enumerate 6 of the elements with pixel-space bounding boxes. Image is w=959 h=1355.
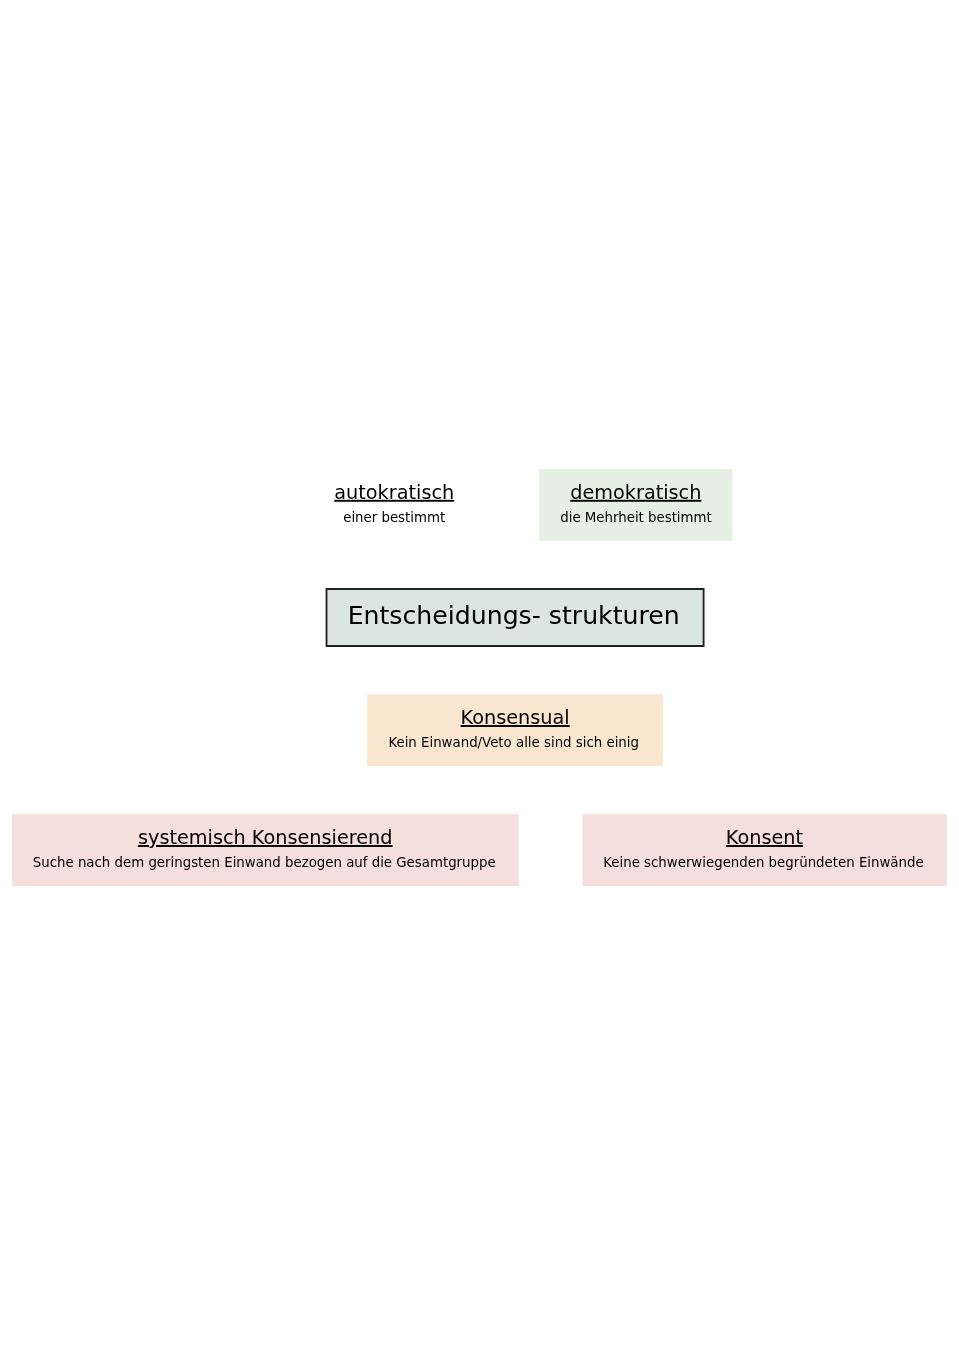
node-box: Konsensual Kein Einwand/Veto alle sind sich einig — [367, 694, 663, 767]
node-box: Entscheidungs- strukturen — [325, 588, 705, 647]
node-box: systemisch Konsensierend Suche nach dem geringsten Einwand bezogen auf die Gesamtgruppe — [12, 814, 519, 887]
node-text: autokratisch einer bestimmt — [334, 480, 455, 526]
node-box: demokratisch die Mehrheit bestimmt — [539, 468, 733, 541]
node-box: Konsent Keine schwerwiegenden begründeten Einwände — [582, 814, 947, 887]
